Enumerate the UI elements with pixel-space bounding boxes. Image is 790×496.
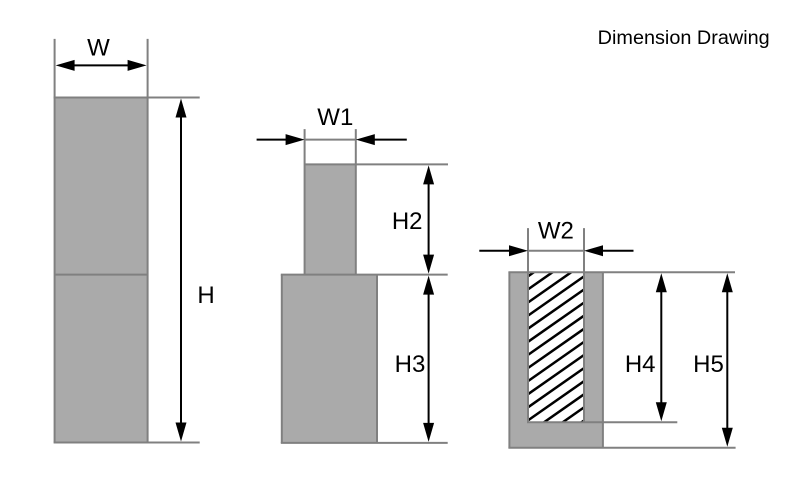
- svg-text:W1: W1: [317, 104, 353, 131]
- svg-text:W2: W2: [538, 217, 574, 244]
- svg-text:H5: H5: [693, 351, 724, 378]
- svg-text:H2: H2: [392, 208, 423, 235]
- svg-text:H3: H3: [395, 351, 426, 378]
- svg-text:H4: H4: [625, 351, 656, 378]
- svg-text:W: W: [87, 35, 110, 62]
- svg-text:Dimension Drawing: Dimension Drawing: [598, 28, 770, 49]
- svg-text:H: H: [197, 282, 214, 309]
